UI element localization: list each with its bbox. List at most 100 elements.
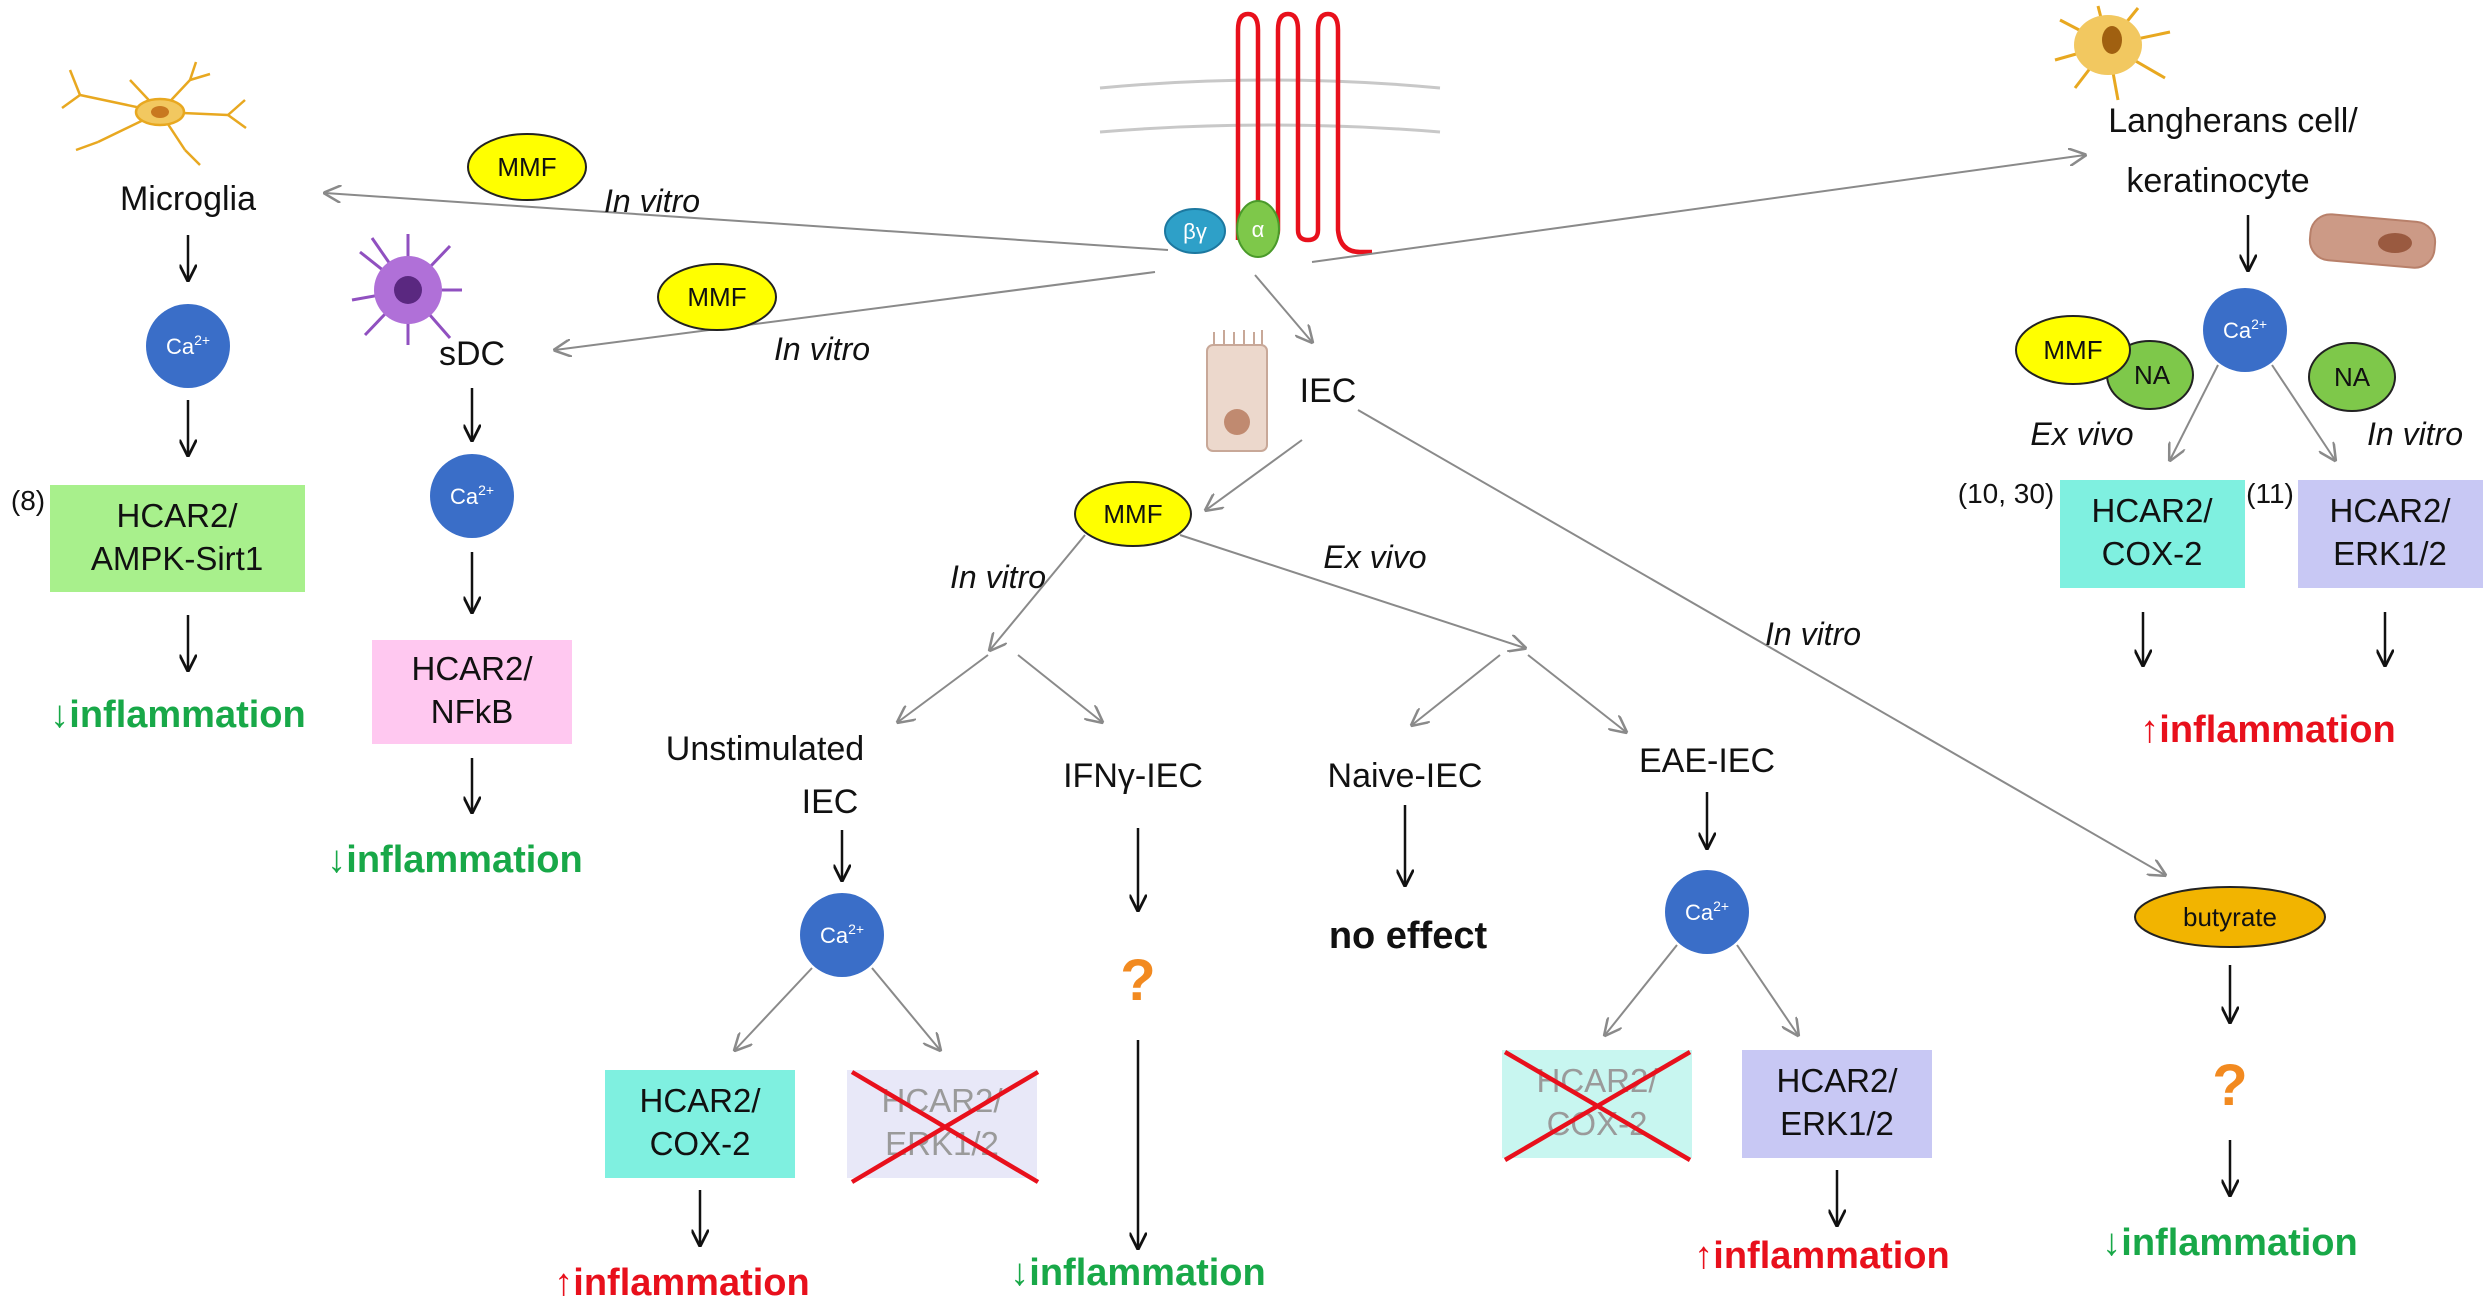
sdc-calcium-node [430,454,514,538]
langerhans-cox-line2: COX-2 [2102,535,2203,572]
langerhans-ref-left: (10, 30) [1958,478,2055,509]
arrow-receptor-to-sdc [555,271,1156,350]
unstim-hcar2-cox2-box [605,1070,795,1178]
sdc-pathway: sDC MMF In vitro Ca2+ HCAR2/ NFkB ↓infla… [327,234,870,881]
arrow-unstim-ca-to-cox [735,967,813,1050]
keratinocyte-icon [2308,213,2437,269]
langerhans-hcar2-erk-box [2298,480,2483,588]
langerhans-in-vitro: In vitro [2367,416,2463,452]
microglia-cell-icon [61,61,247,166]
iec-ex-vivo-label: Ex vivo [1323,539,1426,575]
langerhans-ex-vivo: Ex vivo [2030,416,2133,452]
langerhans-cox-line1: HCAR2/ [2091,492,2213,529]
unstimulated-line2: IEC [802,783,859,821]
langerhans-cell-icon [2054,5,2171,101]
arrow-mmf-to-in-vitro [990,534,1086,650]
naive-outcome: no effect [1329,915,1488,957]
iec-pathway: IEC In vitro MMF In vitro Ex vivo Unstim… [554,330,2358,1302]
membrane-line-bottom [1099,123,1441,134]
eae-cox-line2: COX-2 [1547,1105,1648,1142]
langerhans-outcome: ↑inflammation [2140,709,2395,751]
g-protein-beta-gamma [1164,208,1226,254]
hcar2-ampk-line2: AMPK-Sirt1 [91,540,263,577]
langerhans-mmf-label: MMF [2043,335,2102,365]
alpha-label: α [1252,217,1265,242]
dendritic-cell-icon [351,234,462,345]
langerhans-calcium-node [2203,288,2287,372]
arrow-to-naive [1412,654,1501,725]
blocked-cross-icon [1503,1050,1692,1162]
eae-erk-line1: HCAR2/ [1776,1062,1898,1099]
eae-outcome: ↑inflammation [1694,1235,1949,1277]
unstim-outcome: ↑inflammation [554,1262,809,1302]
iec-mmf-oval [1074,481,1192,547]
unstim-calcium-node [800,893,884,977]
butyrate-oval [2134,886,2326,948]
hcar2-nfkb-box [372,640,572,744]
langerhans-ref-right: (11) [2246,478,2294,509]
sdc-mmf-oval [657,263,777,331]
langerhans-mmf-oval [2015,315,2131,385]
microglia-mmf-label: MMF [497,152,556,182]
arrow-unstim-ca-to-erk [871,967,940,1050]
butyrate-question: ? [2212,1053,2247,1118]
langerhans-hcar2-cox2-box [2060,480,2245,588]
langerhans-pathway: Langherans cell/ keratinocyte Ca2+ NA MM… [1958,5,2483,751]
arrow-langerhans-ca-to-cox [2170,364,2219,460]
langerhans-label-line2: keratinocyte [2126,162,2309,200]
iec-in-vitro-label: In vitro [950,559,1046,595]
microglia-pathway: Microglia MMF In vitro Ca2+ (8) HCAR2/ A… [11,61,700,736]
unstim-cox-line1: HCAR2/ [639,1082,761,1119]
arrow-receptor-to-langerhans [1311,155,2085,263]
arrow-to-unstimulated [898,654,989,722]
eae-calcium-label: Ca2+ [1685,898,1729,925]
arrow-eae-ca-to-cox [1605,944,1678,1035]
microglia-context: In vitro [604,183,700,219]
unstimulated-line1: Unstimulated [666,730,864,768]
arrow-eae-ca-to-erk [1736,944,1798,1035]
sdc-calcium-label: Ca2+ [450,482,494,509]
g-protein-alpha [1236,200,1280,258]
microglia-outcome: ↓inflammation [50,694,305,736]
hcar2-nfkb-line2: NFkB [431,693,514,730]
eae-erk-line2: ERK1/2 [1780,1105,1894,1142]
microglia-calcium-label: Ca2+ [166,332,210,359]
butyrate-label: butyrate [2183,902,2277,932]
arrow-receptor-to-microglia [325,193,1169,251]
hcar2-ampk-sirt1-box [50,485,305,592]
iec-label: IEC [1300,372,1357,410]
arrow-iec-to-mmf [1206,439,1303,510]
arrow-to-eae [1527,654,1626,732]
ifng-label: IFNγ-IEC [1063,757,1203,795]
arrow-to-ifng [1017,654,1102,722]
naive-label: Naive-IEC [1328,757,1483,795]
iec-cell-icon [1206,330,1268,452]
eae-label: EAE-IEC [1639,742,1775,780]
blocked-cross-icon [850,1070,1040,1184]
ifng-outcome: ↓inflammation [1010,1252,1265,1294]
hcar2-nfkb-line1: HCAR2/ [411,650,533,687]
membrane-line-top [1099,78,1441,90]
arrow-receptor-to-iec [1254,274,1312,342]
receptor-transmembrane-loops [1235,11,1372,255]
eae-calcium-node [1665,870,1749,954]
microglia-label: Microglia [120,180,256,218]
unstim-cox-line2: COX-2 [650,1125,751,1162]
eae-hcar2-erk-box [1742,1050,1932,1158]
hcar2-ampk-line1: HCAR2/ [116,497,238,534]
butyrate-outcome: ↓inflammation [2102,1222,2357,1264]
microglia-mmf-oval [467,133,587,201]
microglia-reference: (8) [11,485,45,516]
hcar2-receptor: βγ α [1099,11,1441,258]
ifng-question: ? [1120,948,1155,1013]
arrow-langerhans-ca-to-erk [2271,364,2335,460]
sdc-context: In vitro [774,331,870,367]
sdc-label: sDC [439,335,505,373]
langerhans-calcium-label: Ca2+ [2223,316,2267,343]
arrow-mmf-to-ex-vivo [1179,534,1525,648]
beta-gamma-label: βγ [1183,219,1207,244]
langerhans-na-right-label: NA [2334,362,2371,392]
arrow-iec-to-butyrate [1357,409,2165,875]
unstim-calcium-label: Ca2+ [820,921,864,948]
